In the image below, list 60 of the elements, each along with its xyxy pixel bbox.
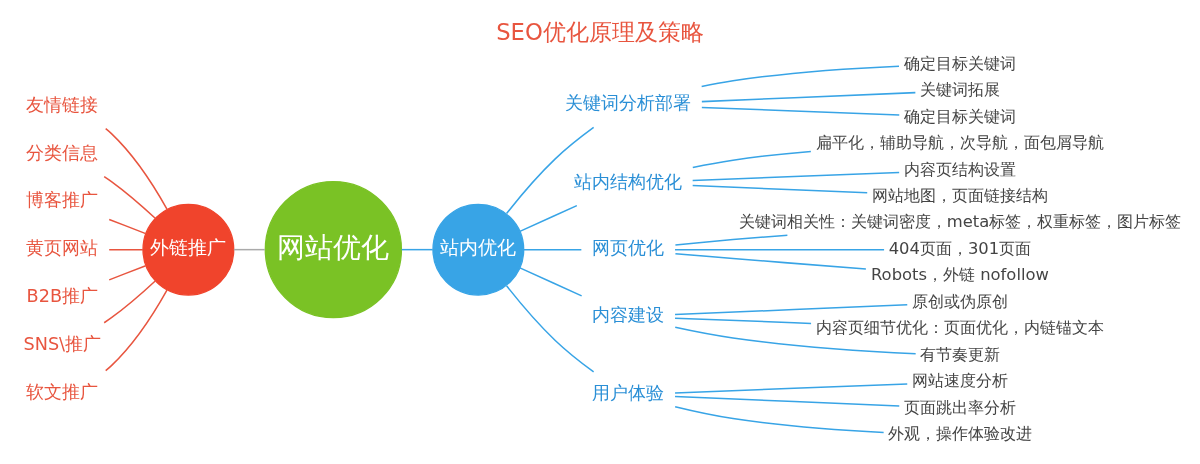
connector: [103, 175, 156, 220]
node-text: 关键词相关性：关键词密度，meta标签，权重标签，图片标签: [738, 212, 1182, 232]
connector: [108, 248, 144, 251]
connector: [400, 248, 434, 251]
connector: [674, 383, 908, 394]
node-text: 网页优化: [592, 238, 665, 259]
connector: [108, 264, 147, 281]
node-text: 关键词拓展: [919, 80, 1000, 100]
node-text: 内容建设: [592, 305, 665, 326]
node-text: 确定目标关键词: [903, 106, 1016, 126]
node-text: 扁平化，辅助导航，次导航，面包屑导航: [815, 133, 1104, 153]
connector: [674, 252, 867, 270]
connector: [519, 204, 578, 233]
node-text: 站内结构优化: [574, 171, 683, 192]
node-text: 页面跳出率分析: [903, 397, 1016, 417]
node-circle: 站内优化: [432, 203, 525, 296]
connector: [674, 248, 885, 251]
connector: [691, 184, 868, 194]
node-text: 外观，操作体验改进: [887, 424, 1032, 444]
connector: [674, 234, 789, 246]
node-text: 黄页网站: [26, 238, 99, 259]
node-text: 确定目标关键词: [903, 53, 1016, 73]
connector: [674, 406, 885, 434]
node-text: 友情链接: [26, 94, 99, 115]
connector: [674, 326, 917, 355]
connector: [104, 289, 168, 372]
node-text: B2B推广: [26, 286, 99, 307]
connector: [692, 150, 812, 169]
connector: [519, 267, 583, 297]
diagram-title: SEO优化原理及策略: [496, 19, 704, 46]
node-text: 软文推广: [26, 382, 99, 403]
node-text: 网站速度分析: [911, 371, 1008, 391]
connector: [523, 248, 583, 251]
node-text: 关键词分析部署: [565, 93, 692, 114]
connector: [505, 285, 595, 373]
connector: [674, 317, 812, 325]
connector: [691, 171, 900, 182]
node-text: 内容页结构设置: [903, 159, 1016, 179]
connector: [701, 91, 917, 103]
connector: [674, 395, 901, 407]
node-text: 博客推广: [26, 190, 99, 211]
node-text: 有节奏更新: [919, 344, 1000, 364]
node-text: 404页面，301页面: [888, 238, 1032, 258]
connector: [674, 304, 908, 316]
node-text: SNS\推广: [23, 334, 102, 355]
node-text: 内容页细节优化：页面优化，内链锚文本: [815, 318, 1104, 338]
node-text: 原创或伪原创: [911, 291, 1008, 311]
connector: [505, 126, 595, 215]
connector: [701, 106, 901, 116]
node-text: 网站地图，页面链接结构: [871, 185, 1048, 205]
node-text: 分类信息: [26, 142, 99, 163]
connector: [233, 248, 266, 251]
node-circle: 网站优化: [264, 180, 403, 319]
node-text: 用户体验: [592, 383, 665, 404]
node-text: Robots，外链 nofollow: [870, 265, 1049, 285]
connector: [103, 280, 156, 324]
connector: [108, 218, 147, 235]
connector: [104, 127, 168, 210]
node-circle: 外链推广: [142, 203, 235, 296]
connector: [700, 65, 900, 88]
